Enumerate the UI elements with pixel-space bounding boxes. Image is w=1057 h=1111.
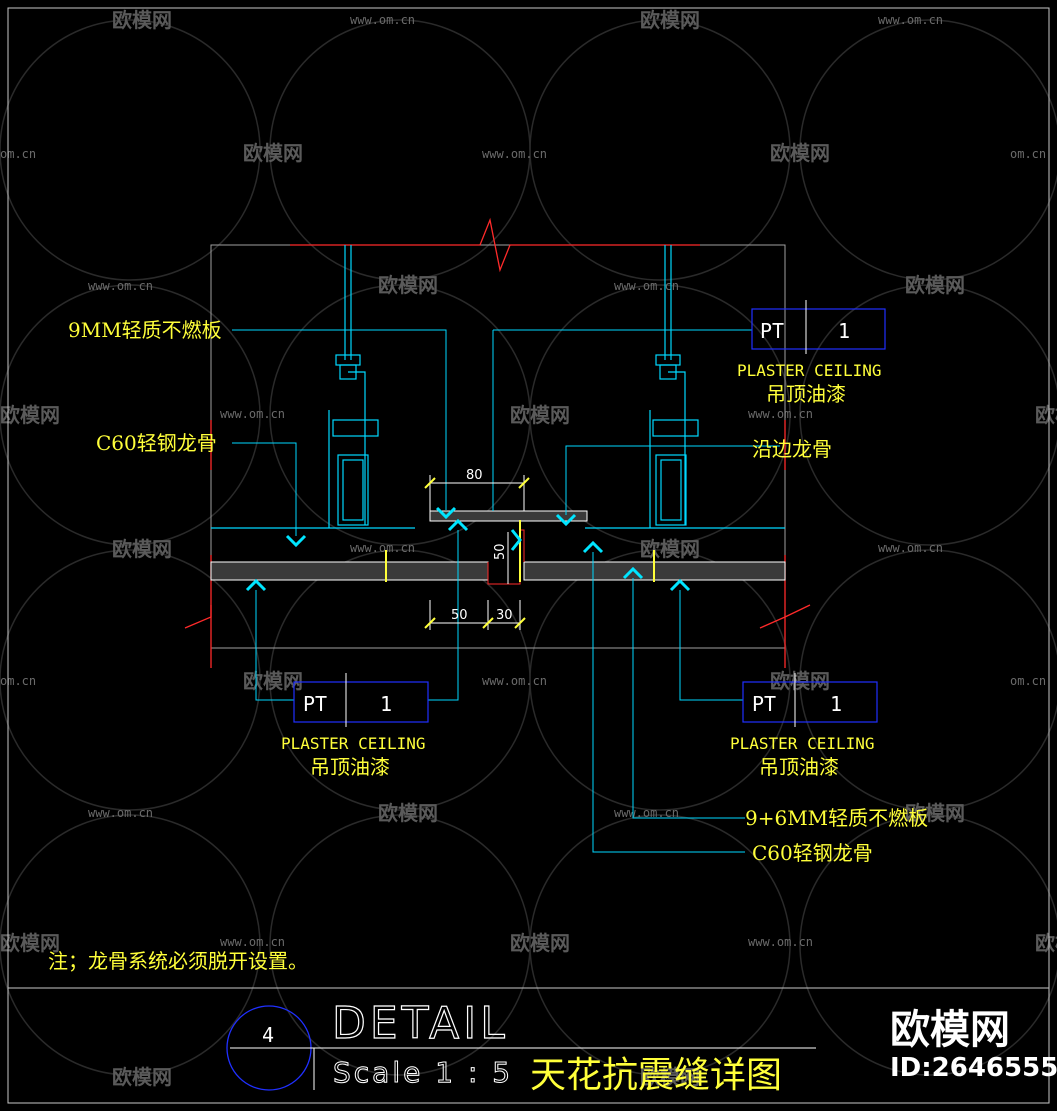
watermark-url: www.om.cn	[748, 407, 813, 421]
tag-number: 1	[380, 692, 392, 716]
watermark-brand: 欧模网	[112, 537, 172, 561]
watermark-texts: 欧模网 www.om.cn 欧模网 www.om.cn om.cn 欧模网 ww…	[0, 8, 1057, 1089]
watermark-brand: 欧模网	[243, 669, 303, 693]
leaders	[232, 329, 780, 853]
watermark-url: www.om.cn	[220, 407, 285, 421]
watermark-url: om.cn	[1010, 147, 1046, 161]
dimension-top: 80	[466, 468, 483, 483]
tag-code: PT	[752, 692, 776, 716]
detail-number: 4	[262, 1023, 274, 1047]
detail-heading: DETAIL	[332, 998, 509, 1049]
watermark-url: www.om.cn	[350, 541, 415, 555]
tag-label-cn: 吊顶油漆	[766, 382, 846, 406]
watermark-brand: 欧模网	[770, 669, 830, 693]
watermark-brand: 欧模网	[243, 141, 303, 165]
watermark-url: www.om.cn	[878, 541, 943, 555]
detail-scale: Scale 1 : 5	[333, 1056, 513, 1089]
watermark-url: www.om.cn	[88, 279, 153, 293]
watermark-brand: 欧模网	[510, 931, 570, 955]
watermark-brand: 欧模网	[640, 1065, 700, 1089]
watermark-brand: 欧模网	[640, 537, 700, 561]
frame	[7, 7, 1050, 1104]
watermark-brand: 欧模网	[1035, 931, 1057, 955]
tag-bottom-right: PT 1 PLASTER CEILING 吊顶油漆	[730, 673, 878, 779]
watermark-url: www.om.cn	[614, 806, 679, 820]
dimensions	[429, 475, 525, 630]
tag-number: 1	[838, 319, 850, 343]
callout-edge-keel: 沿边龙骨	[752, 437, 832, 461]
tag-label-en: PLASTER CEILING	[737, 361, 882, 380]
watermark-brand: 欧模网	[770, 141, 830, 165]
watermark-brand: 欧模网	[1035, 403, 1057, 427]
watermark-url: www.om.cn	[482, 147, 547, 161]
watermark-url: om.cn	[1010, 674, 1046, 688]
tag-bottom-left: PT 1 PLASTER CEILING 吊顶油漆	[281, 673, 429, 779]
tag-code: PT	[303, 692, 327, 716]
hangers	[328, 245, 699, 528]
watermark-brand: 欧模网	[0, 931, 60, 955]
watermark-url: om.cn	[0, 147, 36, 161]
watermark-url: www.om.cn	[220, 935, 285, 949]
callout-board-9-6mm: 9+6MM轻质不燃板	[745, 806, 928, 830]
callout-c60-left: C60轻钢龙骨	[96, 431, 217, 455]
tag-label-cn: 吊顶油漆	[310, 755, 390, 779]
watermark-url: www.om.cn	[878, 13, 943, 27]
watermark-brand: 欧模网	[905, 273, 965, 297]
watermark-brand: 欧模网	[0, 403, 60, 427]
watermark-brand: 欧模网	[640, 8, 700, 32]
tag-label-en: PLASTER CEILING	[281, 734, 426, 753]
callout-c60-bottom: C60轻钢龙骨	[752, 841, 873, 865]
dimension-bottom-right: 30	[496, 608, 513, 623]
brand-id: ID:2646555	[890, 1053, 1057, 1083]
brand-name: 欧模网	[890, 1007, 1010, 1053]
watermark-brand: 欧模网	[112, 8, 172, 32]
watermark-brand: 欧模网	[378, 273, 438, 297]
watermark-url: www.om.cn	[748, 935, 813, 949]
tag-label-cn: 吊顶油漆	[759, 755, 839, 779]
note-text: 注；龙骨系统必须脱开设置。	[48, 949, 308, 973]
watermark-url: www.om.cn	[350, 13, 415, 27]
title-block: 4 DETAIL Scale 1 : 5 天花抗震缝详图	[226, 997, 816, 1096]
watermark-brand: 欧模网	[378, 801, 438, 825]
watermark-url: www.om.cn	[88, 806, 153, 820]
arrowheads	[245, 506, 691, 592]
dimension-bottom-left: 50	[451, 608, 468, 623]
dimension-vertical: 50	[493, 543, 508, 560]
watermark-brand: 欧模网	[905, 801, 965, 825]
section-outline	[210, 244, 786, 668]
watermark-brand: 欧模网	[112, 1065, 172, 1089]
break-lines	[184, 217, 811, 668]
callout-board-9mm: 9MM轻质不燃板	[68, 318, 222, 342]
dimension-ticks	[424, 477, 530, 629]
watermark-brand: 欧模网	[510, 403, 570, 427]
watermark-url: www.om.cn	[482, 674, 547, 688]
detail-name: 天花抗震缝详图	[530, 1055, 782, 1096]
tag-top-right: PT 1 PLASTER CEILING 吊顶油漆	[737, 300, 886, 406]
watermark-url: www.om.cn	[614, 279, 679, 293]
tag-label-en: PLASTER CEILING	[730, 734, 875, 753]
tag-code: PT	[760, 319, 784, 343]
board-layers	[210, 510, 786, 585]
watermark-url: om.cn	[0, 674, 36, 688]
tag-number: 1	[830, 692, 842, 716]
watermark-circles	[0, 19, 1057, 1076]
